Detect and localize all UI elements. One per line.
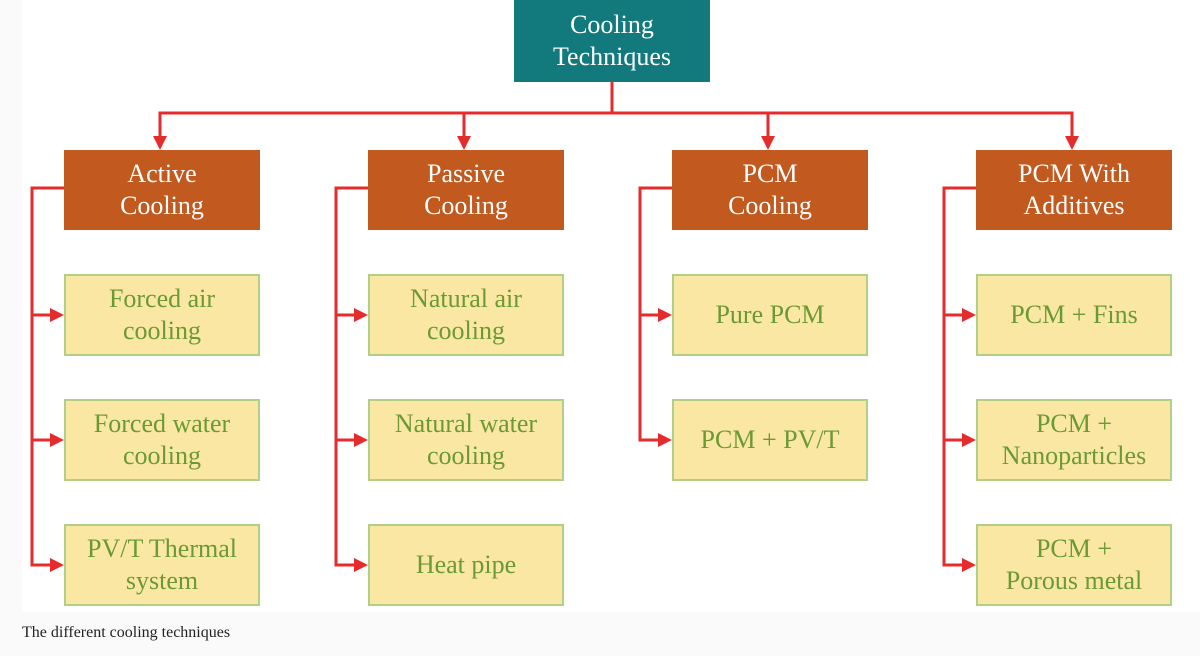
leaf-forced-air-cooling: Forced air cooling [64, 274, 260, 356]
leaf-pure-pcm: Pure PCM [672, 274, 868, 356]
root-node: Cooling Techniques [514, 0, 710, 82]
arrowhead-right [962, 433, 976, 447]
arrowhead-down [1065, 136, 1079, 150]
category-active-cooling: Active Cooling [64, 150, 260, 230]
category-pcm-cooling: PCM Cooling [672, 150, 868, 230]
figure-caption: The different cooling techniques [22, 624, 231, 641]
leaf-pcm-porous-metal: PCM + Porous metal [976, 524, 1172, 606]
arrowhead-right [50, 308, 64, 322]
leaf-natural-water-cooling: Natural water cooling [368, 399, 564, 481]
connector-layer [30, 80, 1079, 572]
leaf-pcm-fins: PCM + Fins [976, 274, 1172, 356]
category-pcm-with-additives: PCM With Additives [976, 150, 1172, 230]
arrowhead-right [962, 308, 976, 322]
arrowhead-right [50, 433, 64, 447]
leaf-pcm-pvt: PCM + PV/T [672, 399, 868, 481]
leaf-natural-air-cooling: Natural air cooling [368, 274, 564, 356]
leaf-pvt-thermal-system: PV/T Thermal system [64, 524, 260, 606]
leaf-pcm-nanoparticles: PCM + Nanoparticles [976, 399, 1172, 481]
arrowhead-right [658, 308, 672, 322]
arrowhead-down [761, 136, 775, 150]
leaf-heat-pipe: Heat pipe [368, 524, 564, 606]
arrowhead-right [658, 433, 672, 447]
arrowhead-down [457, 136, 471, 150]
arrowhead-right [50, 558, 64, 572]
leaf-forced-water-cooling: Forced water cooling [64, 399, 260, 481]
arrowhead-right [354, 308, 368, 322]
category-passive-cooling: Passive Cooling [368, 150, 564, 230]
arrowhead-right [354, 433, 368, 447]
arrowhead-right [962, 558, 976, 572]
arrowhead-right [354, 558, 368, 572]
diagram-canvas: Cooling Techniques Active Cooling Passiv… [22, 0, 1200, 612]
arrowhead-down [153, 136, 167, 150]
